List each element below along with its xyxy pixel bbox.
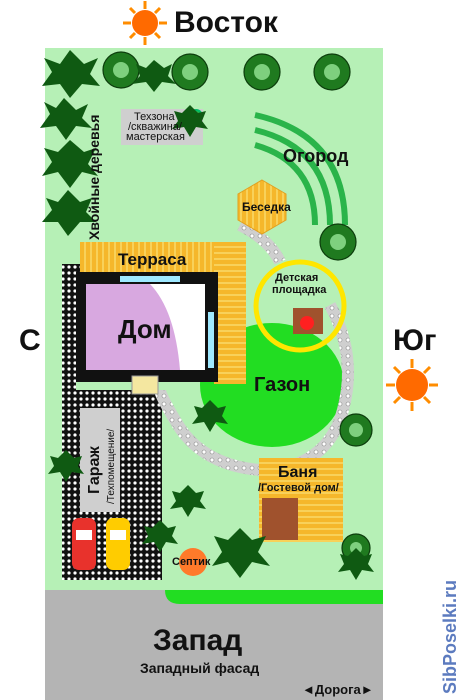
vegetable-garden-label: Огород bbox=[283, 146, 349, 166]
playground-label-1: Детская bbox=[275, 272, 319, 284]
compass-east: Восток bbox=[174, 6, 278, 39]
house-window-right bbox=[208, 312, 214, 368]
garage-building bbox=[80, 408, 120, 512]
gazebo-label: Беседка bbox=[242, 200, 291, 214]
green-strip bbox=[165, 590, 383, 604]
garage-label: Гараж bbox=[86, 446, 103, 494]
utility-zone-label-2: /скважина/ bbox=[128, 121, 182, 133]
watermark: SibPoselki.ru bbox=[440, 579, 460, 694]
house-white-area bbox=[150, 284, 205, 370]
compass-west: Запад bbox=[153, 624, 243, 657]
car-red-window bbox=[76, 530, 92, 540]
septic-tank bbox=[179, 548, 207, 576]
house-label: Дом bbox=[118, 314, 172, 344]
playground-label-2: площадка bbox=[272, 284, 327, 296]
bathhouse-sub-label: /Гостевой дом/ bbox=[258, 482, 339, 494]
utility-zone-label-1: Техзона bbox=[134, 111, 175, 123]
lawn-label: Газон bbox=[254, 374, 311, 396]
compass-north: С bbox=[19, 324, 41, 357]
sun-south bbox=[386, 359, 438, 411]
utility-zone-label-3: мастерская bbox=[126, 131, 185, 143]
road-label: ◄Дорога► bbox=[302, 682, 374, 697]
house-porch bbox=[131, 375, 159, 395]
gravel-path-left bbox=[62, 264, 76, 394]
bathhouse-room bbox=[262, 498, 298, 540]
house-window-top bbox=[120, 276, 180, 282]
flower-marker bbox=[300, 316, 314, 330]
garage-sub-label: /Техпомещение/ bbox=[106, 428, 117, 504]
terrace-side bbox=[214, 242, 246, 384]
terrace-label: Терраса bbox=[118, 250, 187, 269]
playground-ring bbox=[253, 259, 347, 353]
conifer-column bbox=[40, 50, 176, 236]
west-facade-label: Западный фасад bbox=[140, 660, 260, 676]
car-red bbox=[72, 518, 96, 570]
garden-bed-1 bbox=[254, 112, 348, 226]
car-yellow bbox=[106, 518, 130, 570]
gazebo-hexagon bbox=[237, 179, 287, 235]
shrubs bbox=[48, 105, 374, 580]
car-yellow-window bbox=[110, 530, 126, 540]
stone-path-gazebo bbox=[237, 219, 286, 265]
garage-gravel-gap bbox=[76, 395, 162, 407]
road-area bbox=[45, 590, 383, 700]
conifers-label: Хвойные деревья bbox=[86, 114, 102, 240]
bathhouse-label: Баня bbox=[278, 464, 318, 481]
compass-south: Юг bbox=[393, 324, 437, 357]
garden-bed-2 bbox=[254, 127, 333, 226]
sun-east bbox=[123, 1, 167, 45]
septic-label: Септик bbox=[172, 556, 211, 568]
garden-bed-3 bbox=[254, 142, 318, 226]
